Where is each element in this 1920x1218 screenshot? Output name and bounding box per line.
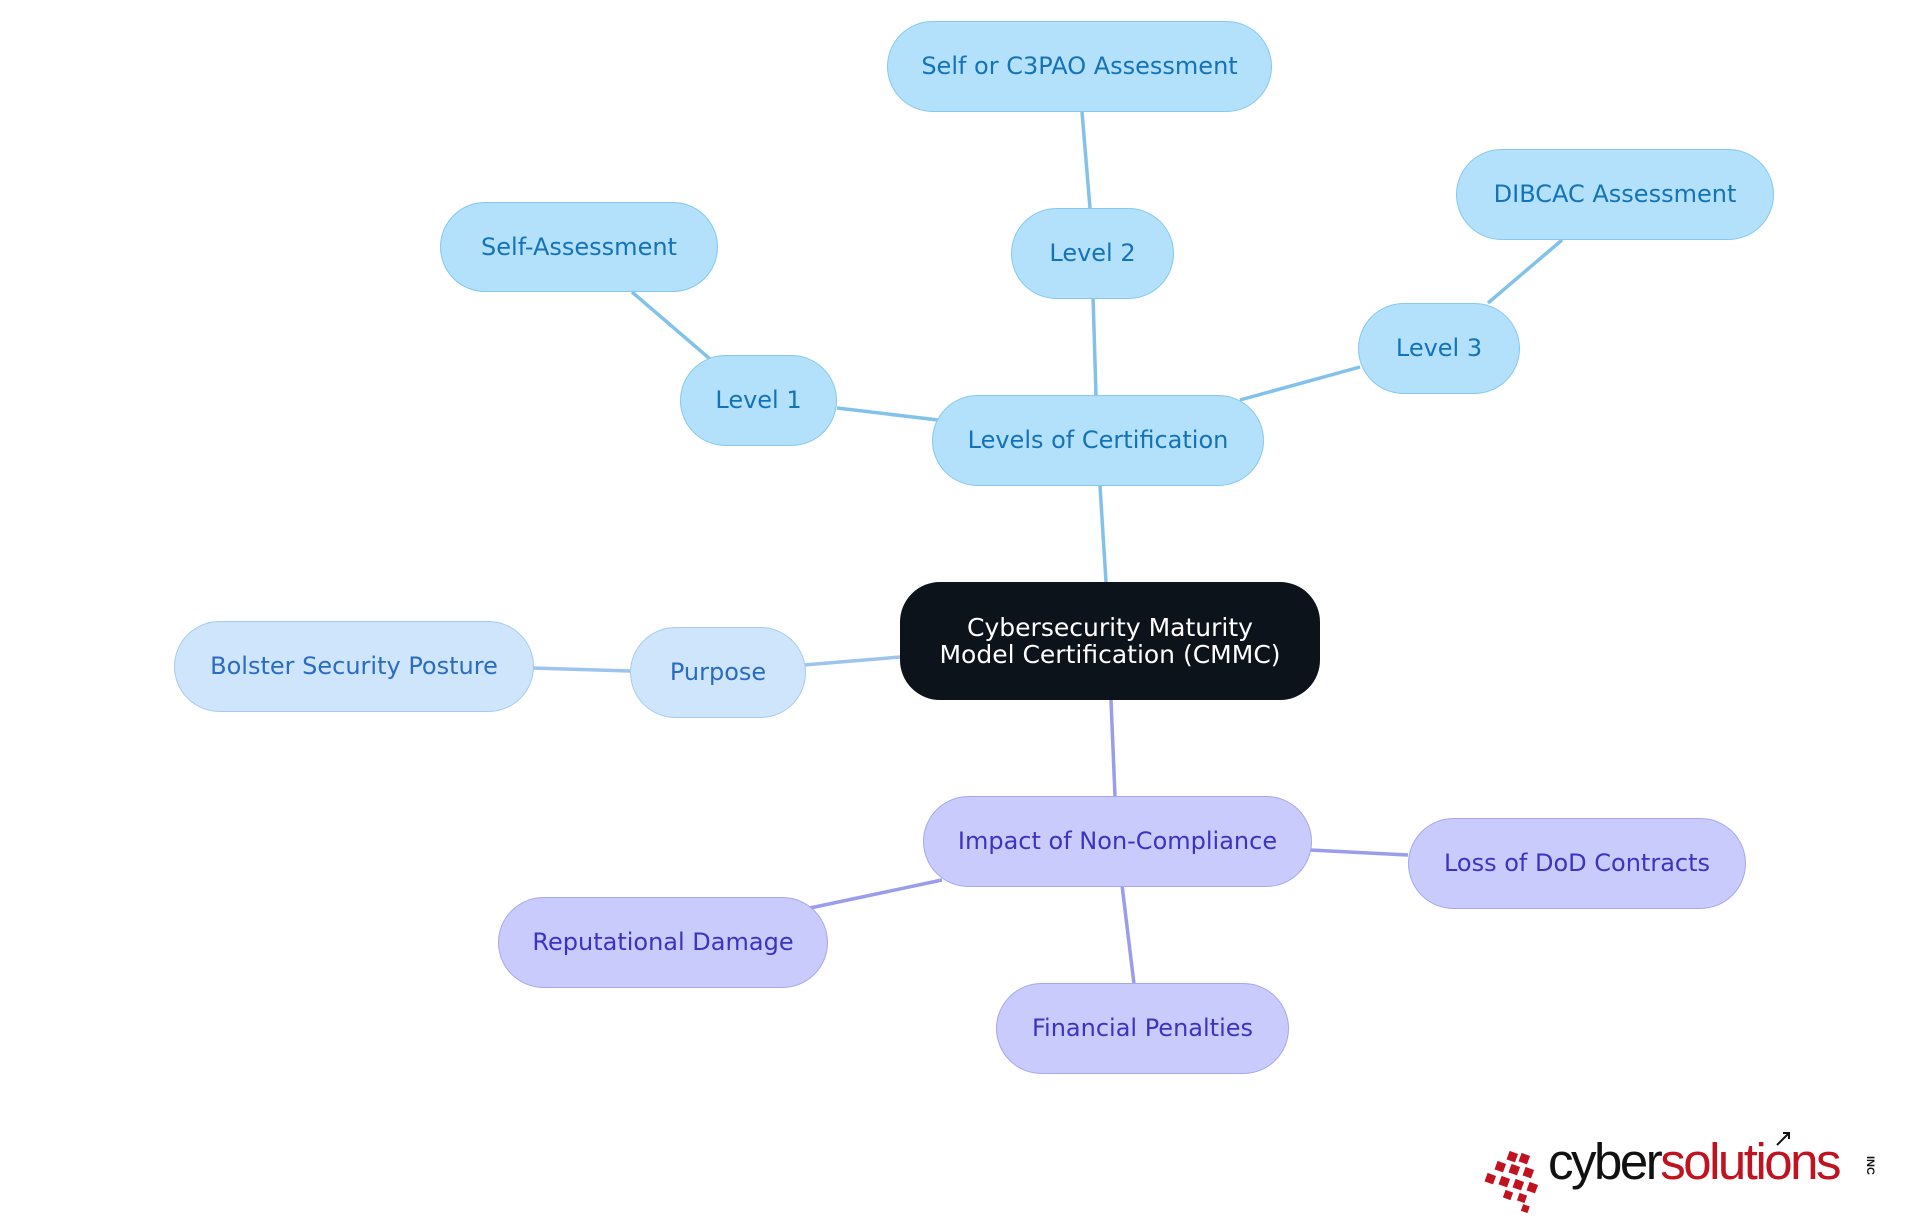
logo-wordmark: cybersolutions [1548,1132,1842,1192]
dibcac-assessment-label: DIBCAC Assessment [1493,180,1737,209]
level-2-node: Level 2 [1011,208,1174,299]
edge-root-levels [1098,485,1108,583]
bolster-security-posture-node: Bolster Security Posture [174,621,534,712]
impact-of-non-compliance-node: Impact of Non-Compliance [923,796,1312,887]
logo-arrow-icon [1776,1132,1790,1146]
level-1-label: Level 1 [715,386,802,415]
logo-inc-suffix: INC [1864,1156,1876,1175]
self-assessment-node: Self-Assessment [440,202,718,292]
loss-of-dod-contracts-label: Loss of DoD Contracts [1443,849,1711,878]
financial-penalties-label: Financial Penalties [1031,1014,1254,1043]
financial-penalties-node: Financial Penalties [996,983,1289,1074]
edge-level2-c3pao [1080,111,1092,209]
self-or-c3pao-assessment-node: Self or C3PAO Assessment [887,21,1272,112]
level-2-label: Level 2 [1049,239,1136,268]
self-or-c3pao-assessment-label: Self or C3PAO Assessment [921,52,1238,81]
levels-of-certification-label: Levels of Certification [967,426,1229,455]
edge-levels-level1 [836,406,939,422]
reputational-damage-node: Reputational Damage [498,897,828,988]
loss-of-dod-contracts-node: Loss of DoD Contracts [1408,818,1746,909]
level-3-label: Level 3 [1395,334,1483,363]
level-3-node: Level 3 [1358,303,1520,394]
impact-of-non-compliance-label: Impact of Non-Compliance [957,827,1278,856]
self-assessment-label: Self-Assessment [481,232,677,261]
root-node: Cybersecurity Maturity Model Certificati… [900,582,1320,700]
edge-level3-dibcac [1486,238,1564,305]
reputational-damage-label: Reputational Damage [532,928,794,957]
purpose-node: Purpose [630,627,806,718]
edge-impact-financial [1120,884,1136,985]
levels-of-certification-node: Levels of Certification [932,395,1264,486]
edge-level1-self-assessment [630,290,712,361]
edge-root-impact [1109,699,1117,797]
purpose-label: Purpose [669,658,767,687]
logo-text-solutions: solutions [1660,1133,1841,1190]
cybersolutions-logo: cybersolutions INC [1476,1128,1896,1214]
edge-levels-level2 [1091,295,1098,396]
edge-purpose-bolster [531,666,631,673]
edge-impact-loss [1309,848,1409,857]
level-1-node: Level 1 [680,355,837,446]
edge-levels-level3 [1239,365,1361,402]
dibcac-assessment-node: DIBCAC Assessment [1456,149,1774,240]
logo-mark-icon [1484,1150,1539,1214]
edge-root-purpose [803,655,901,667]
root-node-label: Cybersecurity Maturity Model Certificati… [939,613,1281,669]
edge-impact-reputational [809,878,943,910]
logo-text-cyber: cyber [1548,1133,1663,1190]
bolster-security-posture-label: Bolster Security Posture [210,652,498,681]
